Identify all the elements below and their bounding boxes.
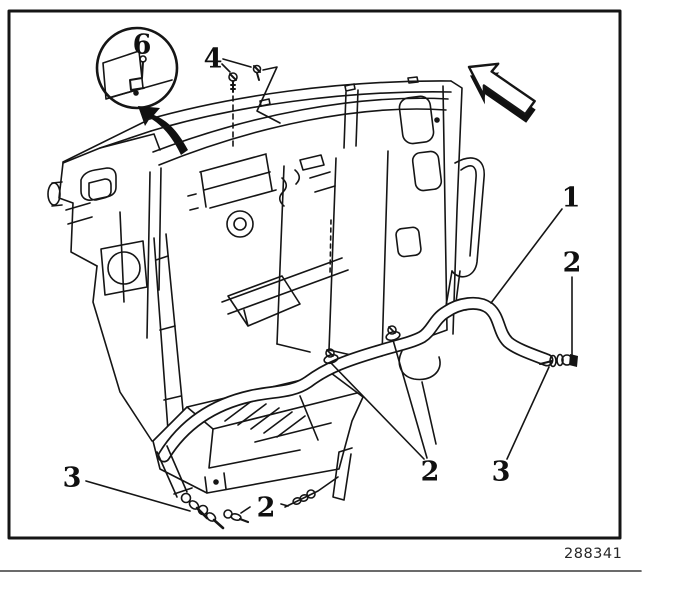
callout-3-left: 3	[62, 462, 82, 494]
callout-2-right: 2	[562, 247, 582, 279]
figure-number: 288341	[564, 546, 623, 562]
callout-2-middle: 2	[420, 456, 440, 488]
diagram-frame-border	[7, 9, 622, 540]
harness-bar-drawing	[156, 296, 554, 498]
callout-leader-lines	[85, 58, 573, 514]
detail-circle	[95, 26, 179, 110]
callout-1: 1	[561, 182, 581, 214]
callout-3-right: 3	[491, 456, 511, 488]
callout-4: 4	[203, 43, 223, 75]
callout-2-bottom: 2	[256, 492, 276, 524]
callout-6: 6	[132, 29, 152, 61]
instrument-panel-drawing	[47, 76, 485, 463]
fastener-drawings	[180, 64, 578, 530]
front-direction-arrow-icon	[467, 62, 536, 123]
